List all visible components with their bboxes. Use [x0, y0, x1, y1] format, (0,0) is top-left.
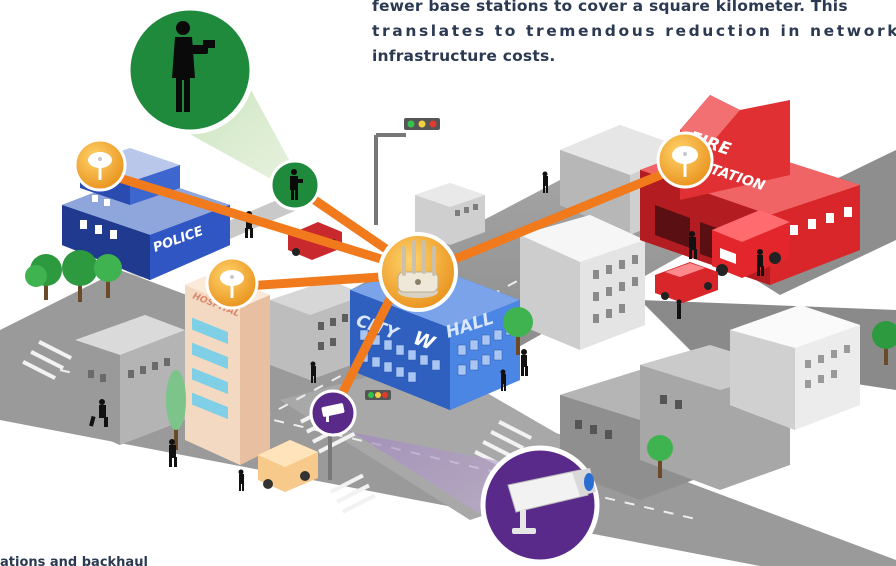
- description-caption: fewer base stations to cover a square ki…: [372, 0, 896, 69]
- mobile-user-icon: [290, 169, 303, 200]
- small-office-building: [415, 183, 485, 245]
- security-camera-bubble-large: [480, 445, 600, 565]
- grey-office-left: [270, 280, 365, 380]
- caption-line-3: infrastructure costs.: [372, 47, 556, 65]
- security-camera-icon: [321, 403, 345, 422]
- white-apartment-building: [520, 215, 645, 350]
- red-car: [655, 262, 718, 303]
- grey-buildings-lower-right: [560, 345, 790, 500]
- traffic-light-top: [374, 118, 440, 225]
- access-point-police: [73, 138, 127, 192]
- footer-caption: ations and backhaul: [0, 555, 148, 566]
- security-camera-icon: [507, 468, 596, 534]
- central-base-station: [378, 232, 458, 312]
- mobile-user-icon: [172, 21, 215, 112]
- white-office-lower-right: [730, 305, 860, 430]
- mobile-user-bubble-large: [125, 5, 255, 135]
- caption-line-2: translates to tremendous reduction in ne…: [372, 22, 896, 40]
- security-camera-bubble-small: [309, 389, 357, 437]
- trees: [25, 250, 896, 478]
- access-point-hospital: [205, 256, 259, 310]
- caption-line-1: fewer base stations to cover a square ki…: [372, 0, 848, 15]
- wireless-access-point-icon: [220, 270, 244, 298]
- wireless-access-point-icon: [672, 146, 698, 177]
- pedestrians: [89, 171, 764, 491]
- fire-truck: [712, 210, 790, 278]
- base-station-router-icon: [397, 240, 439, 298]
- access-point-fire-station: [656, 131, 714, 189]
- traffic-light-bottom: [328, 390, 391, 480]
- mobile-user-bubble-small: [269, 159, 321, 211]
- wireless-access-point-icon: [88, 152, 112, 180]
- ambulance: [258, 440, 318, 492]
